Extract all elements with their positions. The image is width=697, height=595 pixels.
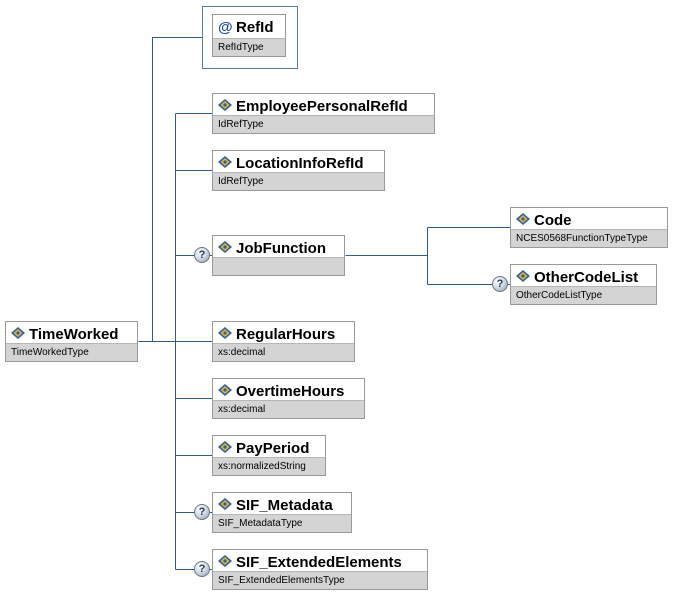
element-type: TimeWorkedType [6,343,137,361]
element-jobfunction[interactable]: JobFunction [212,235,345,276]
attribute-refid[interactable]: @ RefId RefIdType [212,14,286,57]
element-name: LocationInfoRefId [236,155,364,172]
root-element-timeworked[interactable]: TimeWorked TimeWorkedType [5,321,138,362]
element-icon [218,383,232,401]
optional-question-icon: ? [194,504,210,520]
element-type: IdRefType [213,115,434,133]
element-code[interactable]: Code NCES0568FunctionTypeType [510,207,668,248]
element-type: SIF_MetadataType [213,514,351,532]
element-employeepersonalrefid[interactable]: EmployeePersonalRefId IdRefType [212,93,435,134]
element-overtimehours[interactable]: OvertimeHours xs:decimal [212,378,365,419]
element-icon [218,240,232,258]
element-sif-metadata[interactable]: SIF_Metadata SIF_MetadataType [212,492,352,533]
optional-question-icon: ? [194,247,210,263]
element-icon [218,440,232,458]
element-type: xs:decimal [213,400,364,418]
element-name: RegularHours [236,326,336,343]
element-icon [218,326,232,344]
optional-question-icon: ? [194,561,210,577]
element-icon [516,212,530,230]
element-othercodelist[interactable]: OtherCodeList OtherCodeListType [510,264,657,305]
attribute-name: RefId [236,19,274,36]
element-type: OtherCodeListType [511,286,656,304]
element-icon [516,269,530,287]
element-type: IdRefType [213,172,384,190]
element-sif-extendedelements[interactable]: SIF_ExtendedElements SIF_ExtendedElement… [212,549,428,590]
element-type: xs:normalizedString [213,457,325,475]
element-name: OtherCodeList [534,269,639,286]
element-payperiod[interactable]: PayPeriod xs:normalizedString [212,435,326,476]
element-type: NCES0568FunctionTypeType [511,229,667,247]
element-name: JobFunction [236,240,326,257]
element-name: SIF_Metadata [236,497,333,514]
optional-question-icon: ? [492,276,508,292]
element-icon [218,98,232,116]
element-name: EmployeePersonalRefId [236,98,408,115]
connector-root-attribute [138,37,203,342]
element-type [213,257,344,275]
element-icon [218,155,232,173]
element-type: xs:decimal [213,343,354,361]
element-name: SIF_ExtendedElements [236,554,402,571]
attribute-icon: @ [218,19,233,36]
element-name: Code [534,212,572,229]
element-name: PayPeriod [236,440,310,457]
element-regularhours[interactable]: RegularHours xs:decimal [212,321,355,362]
element-locationinforefid[interactable]: LocationInfoRefId IdRefType [212,150,385,191]
element-type: SIF_ExtendedElementsType [213,571,427,589]
element-name: TimeWorked [29,326,119,343]
attribute-type: RefIdType [213,38,285,56]
element-icon [218,554,232,572]
element-icon [11,326,25,344]
element-icon [218,497,232,515]
element-name: OvertimeHours [236,383,345,400]
